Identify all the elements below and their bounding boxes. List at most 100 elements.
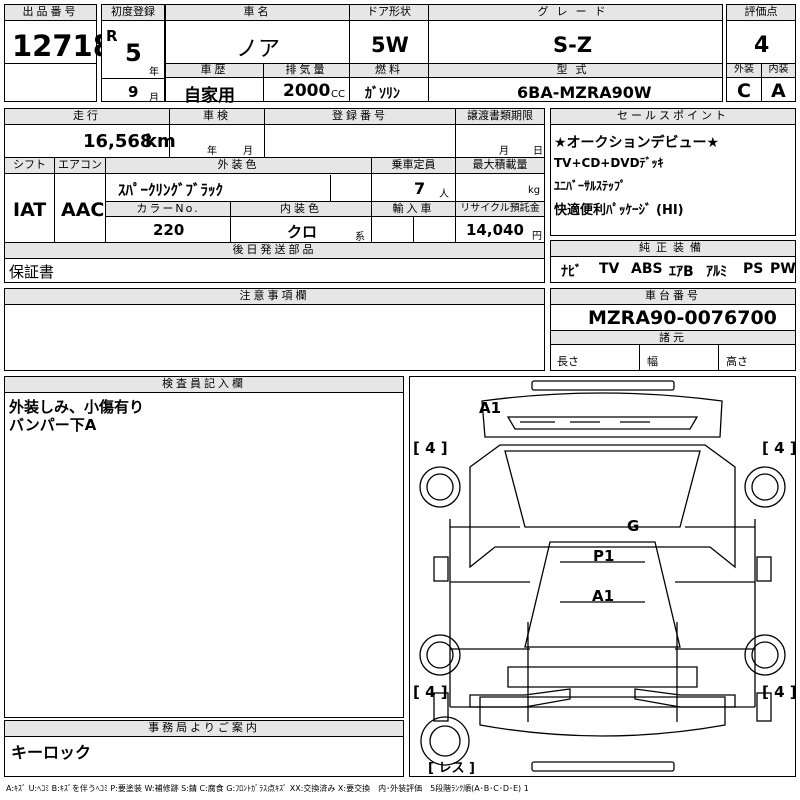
shift: IAT bbox=[13, 199, 47, 221]
equipment-item: PW bbox=[770, 261, 796, 277]
era: R bbox=[106, 27, 118, 45]
reg-year: 5 bbox=[125, 39, 142, 67]
inspection-year-unit: 年 bbox=[207, 146, 217, 157]
inspector-line: 外装しみ、小傷有り bbox=[9, 398, 145, 416]
notes-box: 注意事項欄 bbox=[4, 288, 545, 371]
recycle-unit: 円 bbox=[532, 231, 542, 242]
mileage-label: 走行 bbox=[5, 109, 169, 125]
damage-mark: A1 bbox=[479, 399, 502, 417]
displacement-unit: CC bbox=[331, 89, 345, 100]
chassis-box: 車台番号 MZRA90-0076700 諸元 長さ 幅 高さ bbox=[550, 288, 796, 371]
exterior-color-label: 外装色 bbox=[106, 158, 371, 174]
office-text: キーロック bbox=[11, 743, 92, 762]
door-label: ドア形状 bbox=[350, 5, 428, 21]
exterior-color: ｽﾊﾟｰｸﾘﾝｸﾞﾌﾞﾗｯｸ bbox=[118, 181, 224, 199]
sales-line: ★オークションデビュー★ bbox=[554, 135, 720, 151]
transfer-deadline-label: 譲渡書類期限 bbox=[456, 109, 544, 125]
registration-number-label: 登録番号 bbox=[265, 109, 455, 125]
car-name-label: 車名 bbox=[166, 5, 349, 21]
transfer-day-unit: 日 bbox=[533, 146, 543, 157]
equipment-label: 純正装備 bbox=[551, 241, 795, 257]
door-type: 5W bbox=[371, 33, 409, 57]
month-unit: 月 bbox=[149, 93, 159, 104]
tire-depth-rear-right: [ 4 ] bbox=[762, 683, 797, 701]
mileage: 16,568 bbox=[83, 131, 153, 152]
sales-points-label: セールスポイント bbox=[551, 109, 795, 125]
transfer-month-unit: 月 bbox=[499, 146, 509, 157]
score: 4 bbox=[754, 33, 770, 58]
history: 自家用 bbox=[184, 86, 235, 106]
damage-mark: A1 bbox=[592, 587, 615, 605]
sales-line: TV+CD+DVDﾃﾞｯｷ bbox=[554, 156, 664, 170]
model-label: 型式 bbox=[429, 64, 722, 78]
max-load-unit: kg bbox=[528, 185, 541, 196]
seats: 7 bbox=[414, 179, 426, 198]
fuel-label: 燃料 bbox=[350, 64, 428, 78]
vehicle-details-box: 走行 16,568 km 車検 年 月 登録番号 譲渡書類期限 月 日 シフト … bbox=[4, 108, 545, 283]
later-parts-label: 後日発送部品 bbox=[5, 243, 544, 259]
chassis-number: MZRA90-0076700 bbox=[588, 307, 777, 329]
history-label: 車歴 bbox=[166, 64, 263, 78]
inspector-box: 検査員記入欄 外装しみ、小傷有り バンパー下A bbox=[4, 376, 404, 718]
car-diagram-box: A1 G P1 A1 [ 4 ] [ 4 ] [ 4 ] [ 4 ] [ レス … bbox=[409, 376, 797, 777]
equipment-item: TV bbox=[599, 261, 620, 277]
interior-grade: A bbox=[771, 80, 786, 102]
inspection-label: 車検 bbox=[170, 109, 264, 125]
import-label: 輸入車 bbox=[372, 202, 455, 217]
equipment-item: ｴｱB bbox=[669, 264, 694, 280]
chassis-label: 車台番号 bbox=[551, 289, 795, 305]
year-unit: 年 bbox=[149, 67, 159, 78]
car-diagram bbox=[419, 380, 786, 772]
office-label: 事務局よりご案内 bbox=[5, 721, 403, 737]
height-label: 高さ bbox=[726, 355, 748, 368]
lot-number-label: 出品番号 bbox=[5, 5, 96, 21]
first-registration-label: 初度登録 bbox=[102, 5, 164, 21]
inspector-line: バンパー下A bbox=[9, 416, 97, 434]
fuel: ｶﾞｿﾘﾝ bbox=[365, 86, 400, 102]
aircon-label: エアコン bbox=[55, 158, 105, 174]
grade-label: グレード bbox=[429, 5, 722, 21]
legend: A:ｷｽﾞ U:ﾍｺﾐ B:ｷｽﾞを伴うﾍｺﾐ P:要塗装 W:補修跡 S:錆 … bbox=[6, 784, 529, 793]
width-label: 幅 bbox=[647, 355, 658, 368]
equipment-box: 純正装備 ﾅﾋﾞ TV ABS ｴｱB ｱﾙﾐ PS PW bbox=[550, 240, 796, 283]
color-number: 220 bbox=[153, 221, 185, 239]
damage-mark: G bbox=[627, 517, 640, 535]
length-label: 長さ bbox=[557, 355, 579, 368]
equipment-item: ｱﾙﾐ bbox=[706, 264, 727, 280]
reg-month: 9 bbox=[128, 83, 139, 101]
interior-label: 内装 bbox=[762, 64, 795, 78]
aircon: AAC bbox=[61, 199, 105, 221]
first-registration-box: 初度登録 R 5 年 9 月 bbox=[101, 4, 165, 104]
interior-color-label: 内装色 bbox=[231, 202, 371, 217]
seats-unit: 人 bbox=[439, 189, 449, 200]
displacement-label: 排気量 bbox=[264, 64, 349, 78]
color-number-label: カラーNo. bbox=[106, 202, 230, 217]
inspection-month-unit: 月 bbox=[243, 146, 253, 157]
score-label: 評価点 bbox=[727, 5, 795, 21]
later-parts: 保証書 bbox=[9, 263, 55, 281]
displacement: 2000 bbox=[283, 81, 331, 101]
interior-color: クロ bbox=[287, 223, 318, 241]
sales-line: 快適便利ﾊﾟｯｹｰｼﾞ (HI) bbox=[554, 203, 684, 218]
interior-color-unit: 系 bbox=[355, 232, 365, 243]
equipment-item: PS bbox=[743, 261, 764, 277]
exterior-grade: C bbox=[737, 80, 751, 102]
equipment-item: ABS bbox=[631, 261, 663, 277]
shift-label: シフト bbox=[5, 158, 54, 174]
grade: S-Z bbox=[553, 33, 593, 57]
lot-number: 12718 bbox=[12, 29, 113, 63]
spare-tire: [ レス ] bbox=[428, 761, 475, 776]
exterior-label: 外装 bbox=[727, 64, 761, 78]
car-info-box: 車名 ノア ドア形状 5W グレード S-Z 車歴 自家用 排気量 2000 C… bbox=[165, 4, 723, 106]
seats-label: 乗車定員 bbox=[372, 158, 455, 174]
damage-mark: P1 bbox=[593, 547, 615, 565]
mileage-unit: km bbox=[145, 131, 176, 152]
lot-number-box: 出品番号 12718 bbox=[4, 4, 113, 102]
model-code: 6BA-MZRA90W bbox=[517, 83, 652, 102]
tire-depth-front-left: [ 4 ] bbox=[413, 439, 448, 457]
sales-line: ﾕﾆﾊﾞｰｻﾙｽﾃｯﾌﾟ bbox=[554, 179, 627, 193]
equipment-item: ﾅﾋﾞ bbox=[561, 264, 582, 280]
tire-depth-front-right: [ 4 ] bbox=[762, 439, 797, 457]
car-name: ノア bbox=[236, 37, 281, 62]
recycle-label: リサイクル預託金 bbox=[456, 202, 544, 217]
